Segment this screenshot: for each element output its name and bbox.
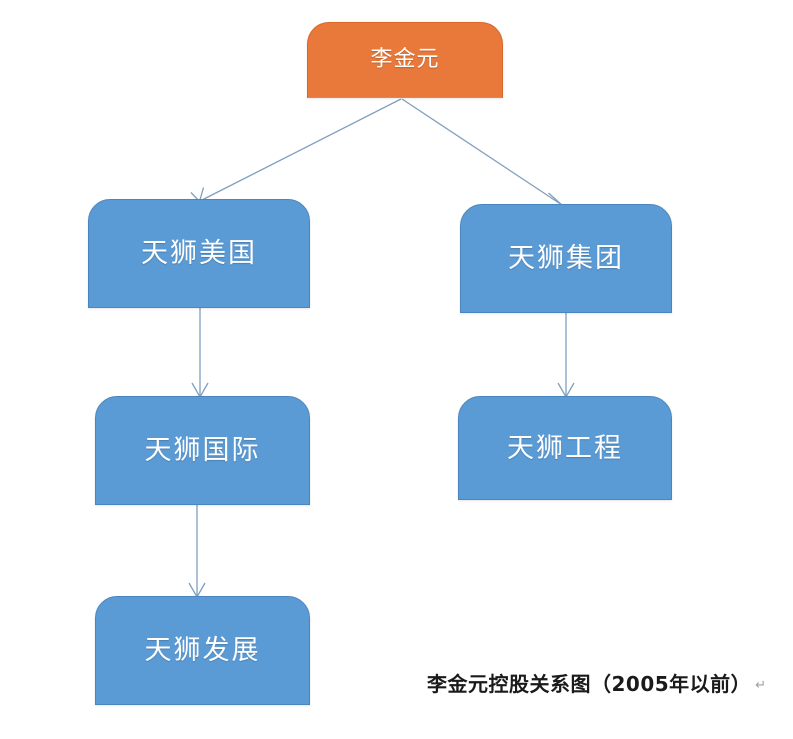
caption-text: 李金元控股关系图（2005年以前）	[427, 672, 752, 696]
edge-root-to-tianshi-us	[190, 98, 402, 203]
node-label: 天狮工程	[507, 432, 623, 464]
node-root-li-jinyuan[interactable]: 李金元	[307, 22, 503, 98]
node-label: 天狮美国	[141, 238, 257, 269]
node-tianshi-engineering[interactable]: 天狮工程	[458, 396, 672, 500]
diagram-caption: 李金元控股关系图（2005年以前）↵	[427, 668, 767, 697]
node-label: 天狮国际	[144, 435, 261, 466]
edge-root-to-tianshi-group	[401, 98, 564, 211]
edge-tianshi-group-to-tianshi-engineering	[557, 313, 575, 399]
node-label: 天狮发展	[144, 635, 261, 666]
node-label: 天狮集团	[508, 243, 624, 274]
node-tianshi-international[interactable]: 天狮国际	[95, 396, 310, 505]
edge-tianshi-international-to-tianshi-development	[188, 505, 206, 599]
node-tianshi-development[interactable]: 天狮发展	[95, 596, 310, 705]
node-tianshi-group[interactable]: 天狮集团	[460, 204, 672, 313]
edge-tianshi-us-to-tianshi-international	[191, 308, 209, 399]
paragraph-mark-icon: ↵	[755, 678, 767, 693]
node-label: 李金元	[370, 47, 440, 72]
node-tianshi-us[interactable]: 天狮美国	[88, 199, 310, 308]
